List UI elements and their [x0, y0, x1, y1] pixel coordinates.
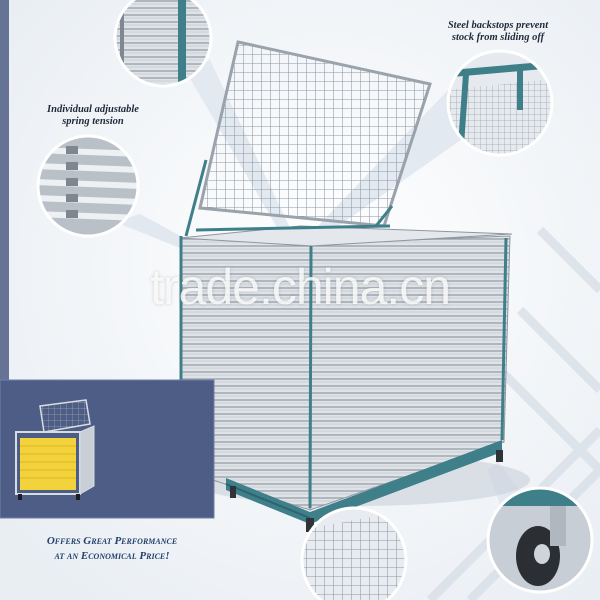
lid-hinge-bar	[195, 224, 391, 232]
left-edge-bar	[0, 0, 9, 380]
spring-tension-line-2: spring tension	[62, 116, 124, 127]
inset-product-photo	[0, 379, 215, 519]
spring-tension-line-1: Individual adjustable	[47, 104, 139, 115]
caster-right	[496, 450, 503, 462]
lid-support-left	[184, 159, 208, 237]
closeup-caster	[486, 486, 594, 594]
closeup-wire-shelf	[113, 0, 213, 88]
rack-post-front	[308, 245, 313, 509]
closeup-spring-tension	[36, 134, 140, 238]
wire-shelf-closeup-icon	[115, 0, 211, 86]
inset-rack	[15, 399, 95, 500]
rack-post-right	[500, 237, 508, 441]
tagline: Offers Great Performance at an Economica…	[12, 534, 212, 564]
wire-shelf-closeup-icon	[302, 508, 406, 600]
spring-tension-callout: Individual adjustable spring tension	[28, 104, 158, 128]
lid-support-right	[374, 205, 394, 227]
spring-tension-closeup-icon	[38, 136, 138, 236]
rack-base-front-rail	[225, 483, 311, 519]
backstops-callout: Steel backstops prevent stock from slidi…	[428, 20, 568, 44]
tagline-line-2: at an Economical Price!	[54, 550, 170, 562]
closeup-backstops	[446, 49, 554, 157]
caster-front	[306, 518, 314, 532]
tagline-line-1: Offers Great Performance	[46, 535, 178, 547]
backstops-line-1: Steel backstops prevent	[447, 20, 549, 31]
closeup-wire-shelf-bottom	[300, 506, 408, 600]
watermark: trade.china.cn	[150, 259, 451, 315]
open-top-shelf	[184, 40, 432, 237]
backstop-closeup-icon	[448, 51, 552, 155]
backstops-line-2: stock from sliding off	[451, 32, 545, 43]
caster-left	[230, 486, 236, 498]
